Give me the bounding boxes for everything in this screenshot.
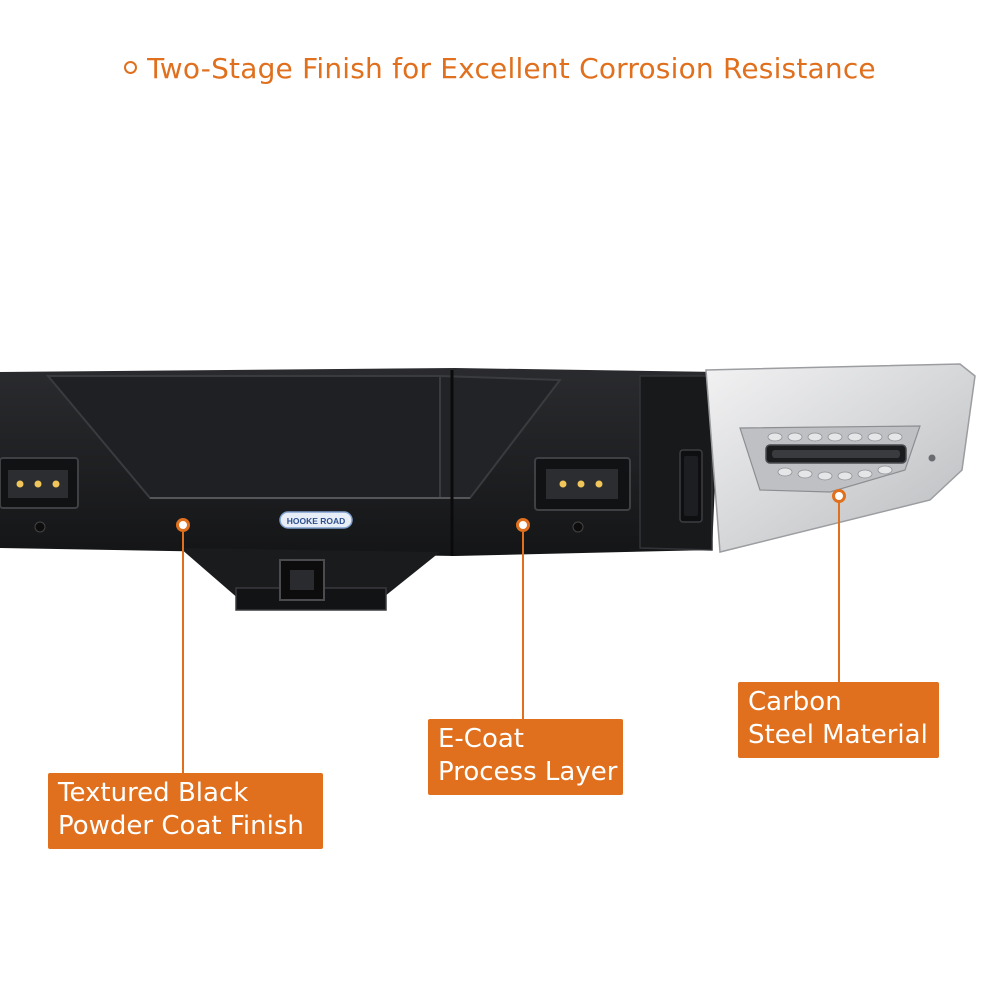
callout-steel-line1: Carbon <box>748 687 842 717</box>
hitch-receiver <box>180 548 440 611</box>
steel-end-cap <box>705 363 976 553</box>
page-title: Two-Stage Finish for Excellent Corrosion… <box>0 52 1000 85</box>
title-bullet-icon <box>124 60 138 74</box>
left-light-pod <box>0 457 79 533</box>
brand-badge-text: HOOKE ROAD <box>287 516 346 526</box>
title-text: Two-Stage Finish for Excellent Corrosion… <box>147 52 876 85</box>
callout-steel-line2: Steel Material <box>748 720 928 750</box>
callout-ecoat: E-Coat Process Layer <box>428 719 623 795</box>
dot-steel <box>832 489 846 503</box>
callout-powder-line2: Powder Coat Finish <box>58 811 304 841</box>
dot-ecoat <box>516 518 530 532</box>
callout-carbon-steel: Carbon Steel Material <box>738 682 939 758</box>
callout-powder-coat: Textured Black Powder Coat Finish <box>48 773 323 849</box>
brand-badge: HOOKE ROAD <box>279 511 353 529</box>
callout-ecoat-line1: E-Coat <box>438 724 524 754</box>
dot-powder <box>176 518 190 532</box>
callout-powder-line1: Textured Black <box>58 778 249 808</box>
callout-ecoat-line2: Process Layer <box>438 757 618 787</box>
right-light-pod <box>534 457 631 533</box>
